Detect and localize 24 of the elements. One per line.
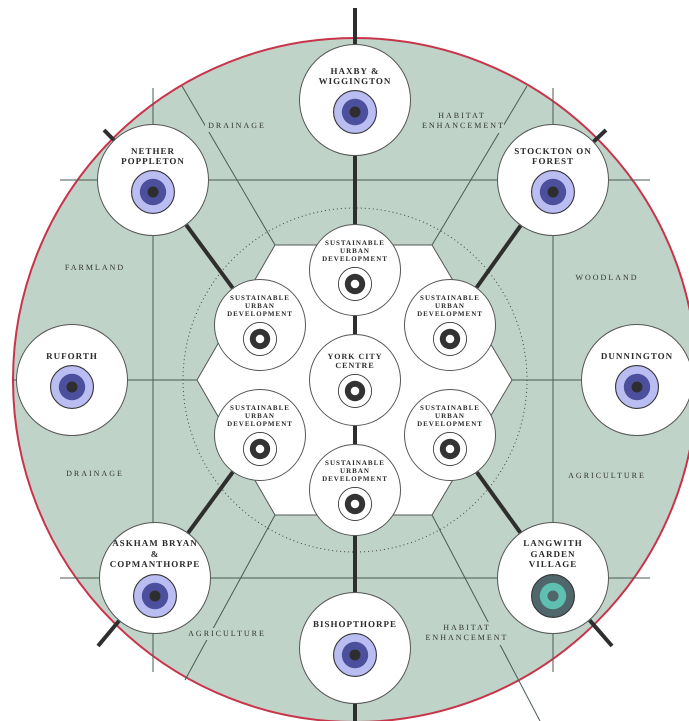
connector-line [353, 156, 357, 224]
place-name: YORK CITY CENTRE [326, 352, 384, 370]
connector-line [588, 618, 614, 648]
place-name: STOCKTON ON FOREST [513, 146, 593, 166]
connector-line [353, 316, 357, 334]
connector-line [102, 128, 116, 142]
place-name: NETHER POPPLETON [120, 146, 186, 166]
connector-line [96, 620, 121, 648]
place-name: BISHOPTHORPE [312, 618, 398, 630]
connector-line [353, 704, 357, 721]
connector-line [186, 470, 234, 534]
place-name: RUFORTH [45, 350, 99, 362]
place-name: ASKHAM BRYAN & COPMANTHORPE [109, 538, 201, 570]
connector-line [475, 471, 522, 534]
connector-line [353, 536, 357, 592]
place-name: HAXBY & WIGGINGTON [318, 66, 392, 86]
connector-line [353, 426, 357, 444]
zone-label: HABITAT ENHANCEMENT [420, 110, 504, 133]
connector-line [353, 8, 357, 44]
connector-line [184, 224, 234, 290]
connector-line [474, 224, 522, 289]
connector-line [592, 128, 608, 144]
place-name: DUNNINGTON [600, 350, 674, 362]
place-name: LANGWITH GARDEN VILLAGE [522, 538, 584, 570]
